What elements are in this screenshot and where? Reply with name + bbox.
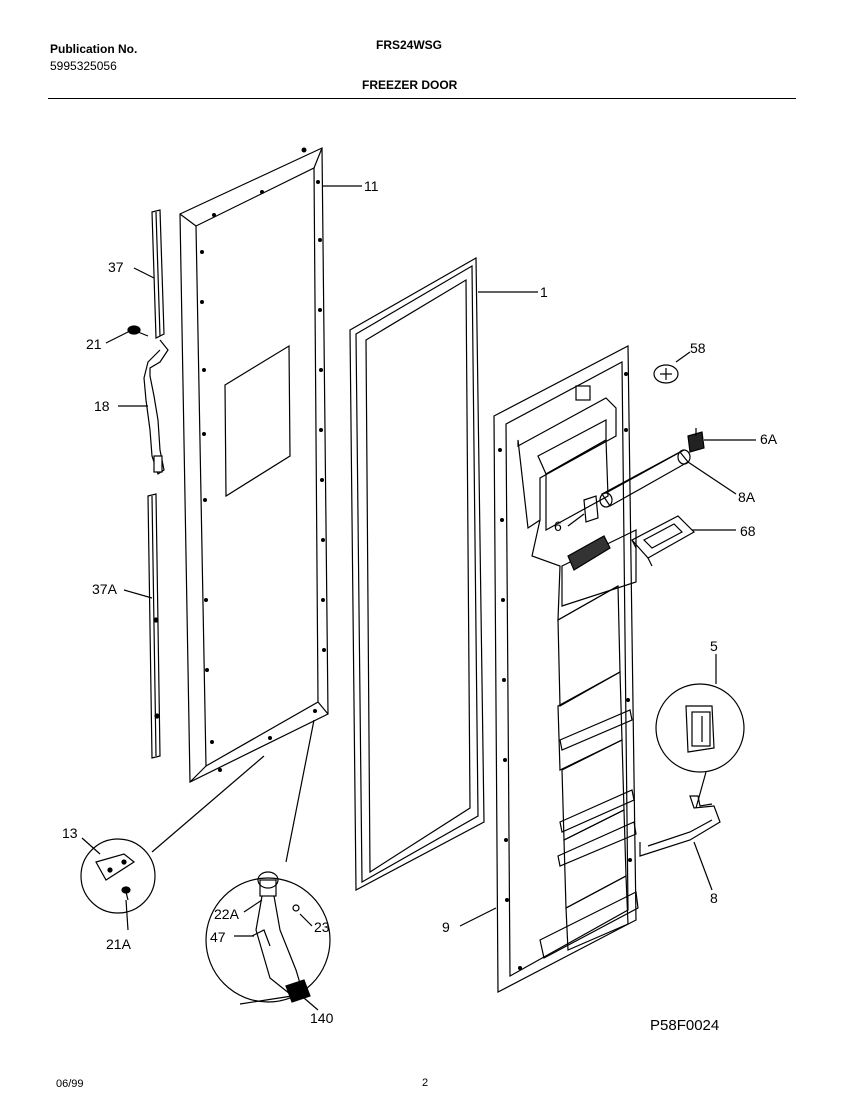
publication-label: Publication No. xyxy=(50,42,138,56)
callout-140: 140 xyxy=(310,1010,334,1026)
footer-date: 06/99 xyxy=(56,1078,84,1090)
drip-tray-part-68 xyxy=(631,515,695,567)
clip-part-6 xyxy=(583,495,599,523)
callout-1: 1 xyxy=(540,284,548,300)
callout-9: 9 xyxy=(442,919,450,935)
door-frame-part-11 xyxy=(179,147,329,783)
callout-6a: 6A xyxy=(760,431,778,447)
callout-47: 47 xyxy=(210,929,226,945)
callout-6: 6 xyxy=(554,518,562,534)
callout-21a: 21A xyxy=(106,936,132,952)
trim-strip-part-37 xyxy=(151,209,165,339)
detail-callout-light-switch xyxy=(205,719,331,1005)
callout-58: 58 xyxy=(690,340,706,356)
bracket-part-8 xyxy=(639,795,721,857)
callout-23: 23 xyxy=(314,919,330,935)
callout-8: 8 xyxy=(710,890,718,906)
diagram-code: P58F0024 xyxy=(650,1017,720,1034)
door-gasket-part-1 xyxy=(349,256,485,891)
callout-13: 13 xyxy=(62,825,78,841)
callout-8a: 8A xyxy=(738,489,756,505)
outer-door-part-9 xyxy=(493,345,639,993)
publication-number: 5995325056 xyxy=(50,59,117,73)
callout-37a: 37A xyxy=(92,581,118,597)
trim-strip-part-37a xyxy=(147,493,161,759)
leader-lines xyxy=(81,185,756,1011)
callout-5: 5 xyxy=(710,638,718,654)
bracket-part-18 xyxy=(143,339,169,475)
callout-18: 18 xyxy=(94,398,110,414)
model-number: FRS24WSG xyxy=(376,38,443,52)
section-title: FREEZER DOOR xyxy=(362,78,458,92)
page-number: 2 xyxy=(422,1077,429,1089)
clip-part-6a xyxy=(687,428,705,453)
callout-37: 37 xyxy=(108,259,124,275)
header-rule xyxy=(48,98,796,99)
detail-callout-part-5 xyxy=(655,683,745,809)
screw-part-21 xyxy=(127,325,149,337)
screw-part-58 xyxy=(653,364,679,384)
callout-11: 11 xyxy=(364,178,379,194)
callout-21: 21 xyxy=(86,336,102,352)
detail-callout-part-13 xyxy=(80,755,265,914)
callout-labels: 11 1 37 21 18 37A 58 6A 8A 6 68 5 8 9 13… xyxy=(62,178,778,1026)
callout-68: 68 xyxy=(740,523,756,539)
callout-22a: 22A xyxy=(214,906,240,922)
actuator-bar-part-8a xyxy=(599,449,691,508)
